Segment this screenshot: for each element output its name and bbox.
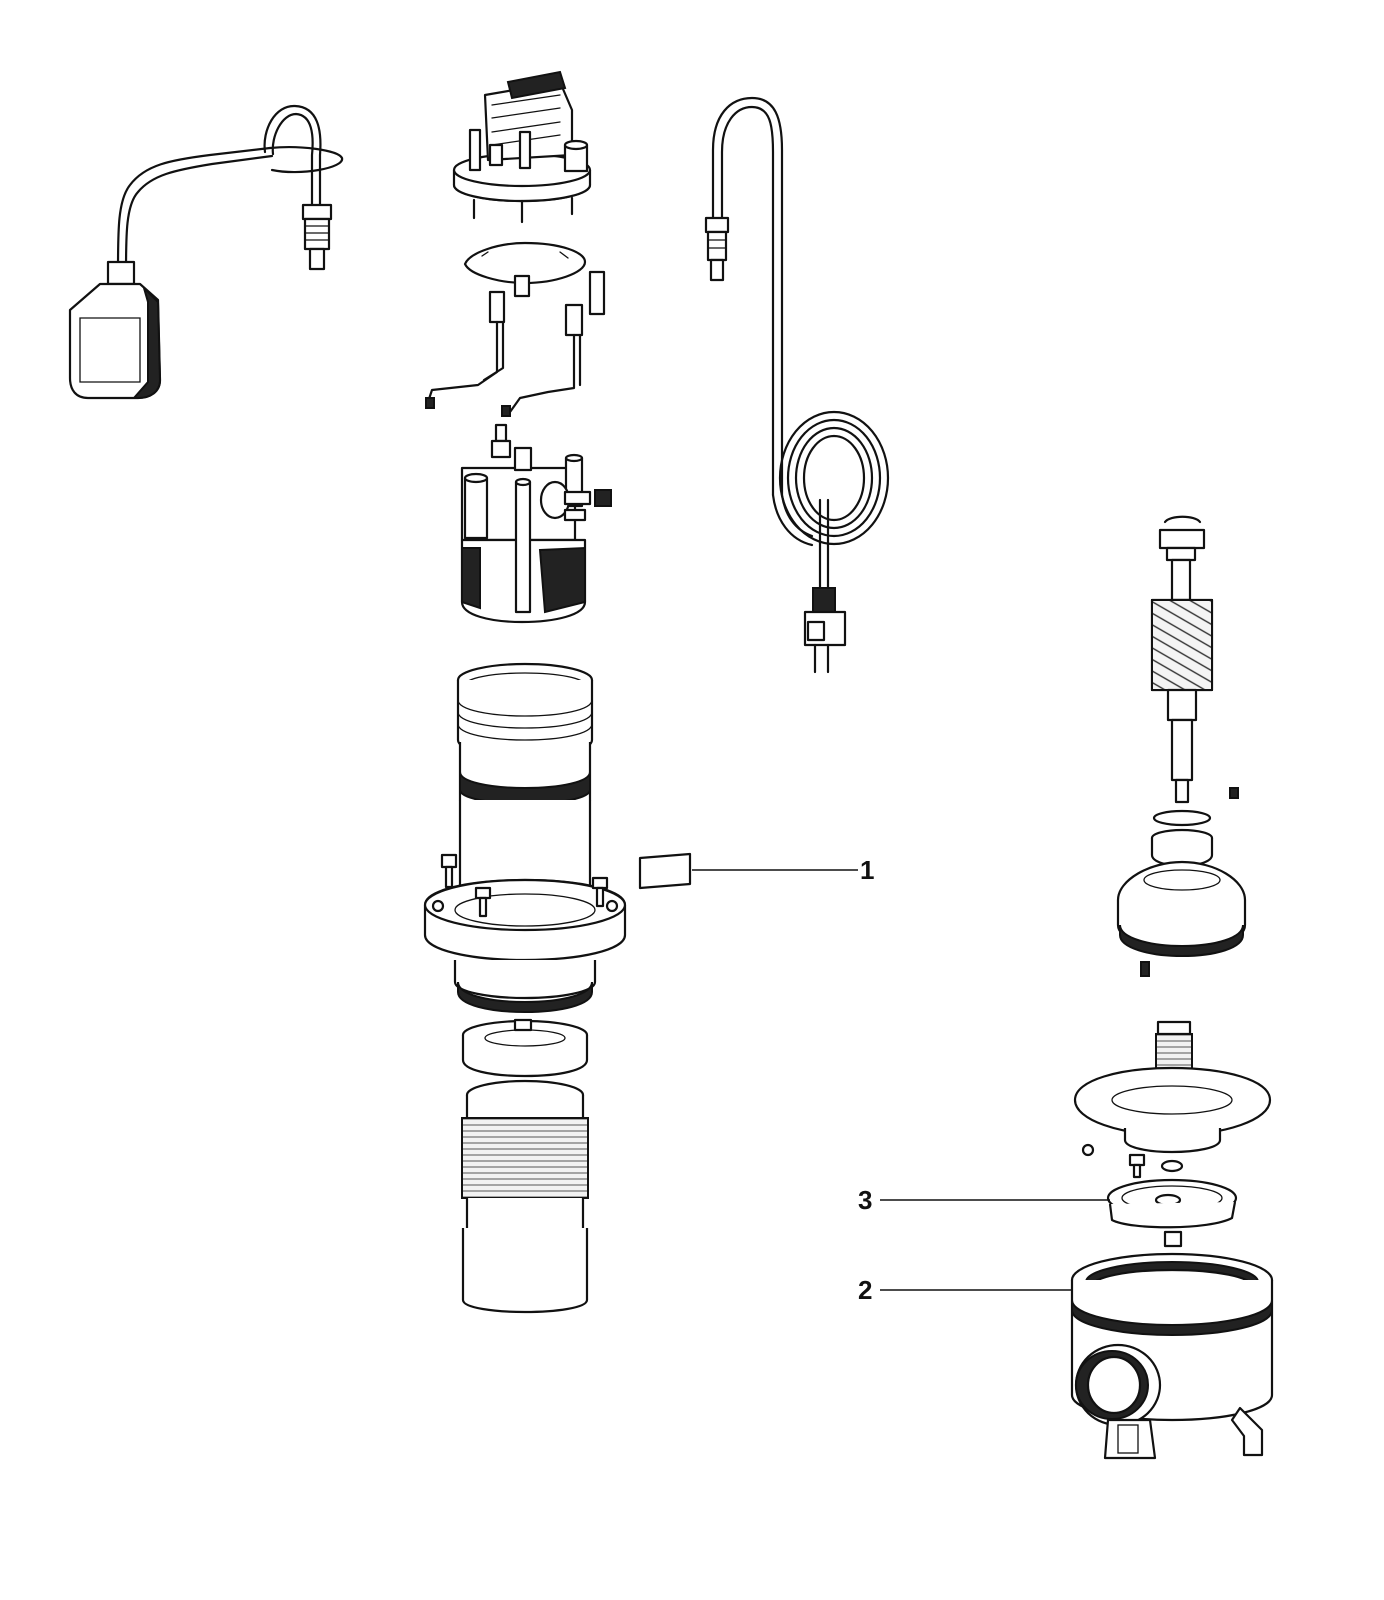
pump-housing xyxy=(1070,1252,1274,1460)
stator xyxy=(461,1079,589,1314)
impeller xyxy=(1106,1178,1238,1248)
bearing-flange xyxy=(461,1018,589,1078)
callout-2-label: 2 xyxy=(858,1275,872,1305)
rating-label xyxy=(638,852,692,890)
callout-2: 2 xyxy=(858,1275,1072,1305)
terminal-block xyxy=(452,70,592,224)
rotor xyxy=(1150,515,1239,804)
callout-3-label: 3 xyxy=(858,1185,872,1215)
float-switch xyxy=(68,104,344,400)
pump-cover xyxy=(1073,1020,1272,1179)
callout-3: 3 xyxy=(858,1185,1110,1215)
callout-1: 1 xyxy=(692,855,874,885)
power-cable xyxy=(704,96,890,674)
housing-screws xyxy=(440,853,609,918)
gasket-plate xyxy=(463,241,606,316)
wiring-harness xyxy=(425,290,584,417)
callout-1-label: 1 xyxy=(860,855,874,885)
motor-housing xyxy=(423,662,627,1014)
switch-housing xyxy=(460,423,612,624)
upper-bearing-shield xyxy=(1116,809,1247,977)
